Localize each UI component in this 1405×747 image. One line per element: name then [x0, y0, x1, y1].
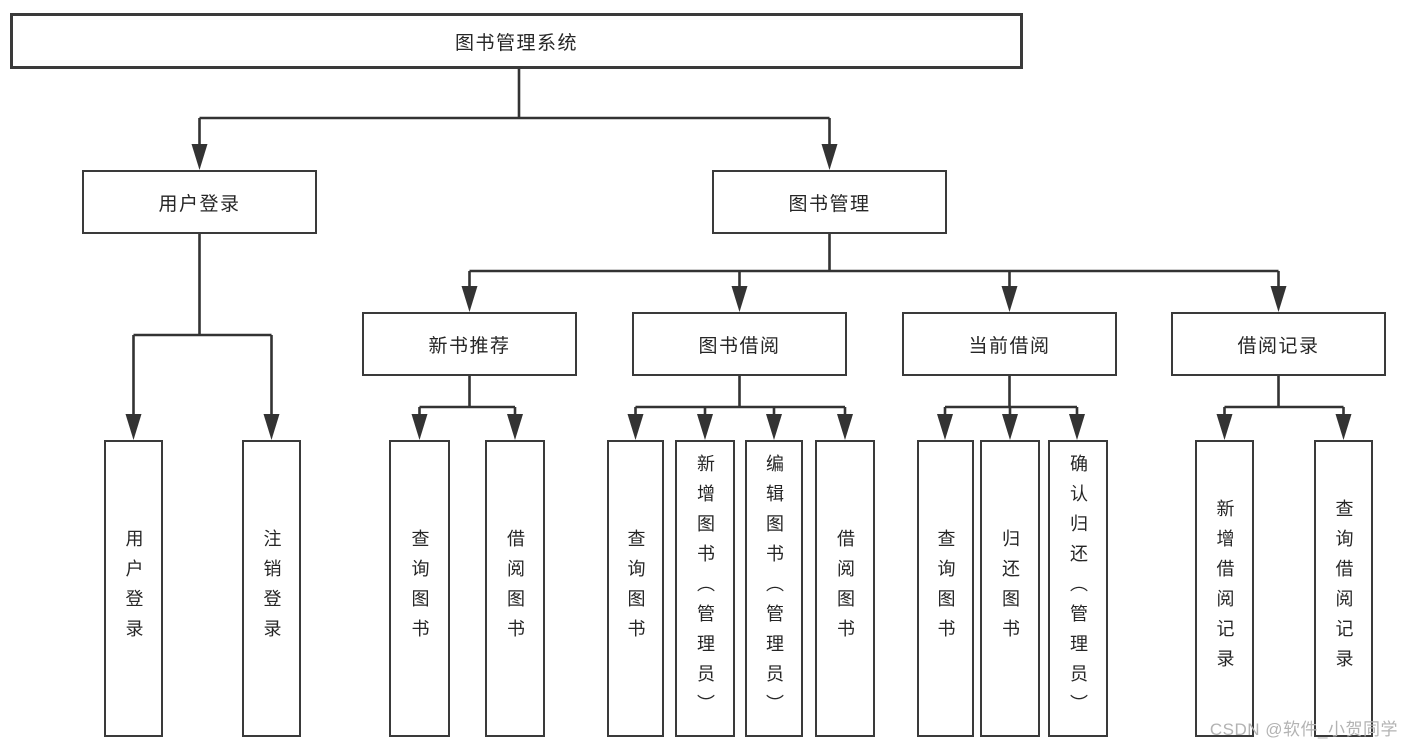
node-leaf-borrow-books-1: 借阅图书 — [485, 440, 545, 737]
node-leaf-query-borrow-record: 查询借阅记录 — [1314, 440, 1373, 737]
node-root: 图书管理系统 — [10, 13, 1023, 69]
node-leaf-borrow-books-2: 借阅图书 — [815, 440, 875, 737]
node-borrowing-records: 借阅记录 — [1171, 312, 1386, 376]
node-new-book-recommend: 新书推荐 — [362, 312, 577, 376]
node-leaf-query-books-1: 查询图书 — [389, 440, 450, 737]
node-leaf-add-books-admin: 新增图书（管理员） — [675, 440, 735, 737]
node-leaf-query-books-3: 查询图书 — [917, 440, 974, 737]
node-leaf-edit-books-admin: 编辑图书（管理员） — [745, 440, 803, 737]
node-leaf-add-borrow-record: 新增借阅记录 — [1195, 440, 1254, 737]
node-book-management: 图书管理 — [712, 170, 947, 234]
csdn-watermark: CSDN @软件_小贺同学 — [1209, 720, 1398, 739]
node-book-borrowing: 图书借阅 — [632, 312, 847, 376]
node-current-borrowing: 当前借阅 — [902, 312, 1117, 376]
node-leaf-query-books-2: 查询图书 — [607, 440, 664, 737]
node-leaf-logout: 注销登录 — [242, 440, 301, 737]
node-leaf-return-books: 归还图书 — [980, 440, 1040, 737]
node-leaf-user-login: 用户登录 — [104, 440, 163, 737]
node-user-login: 用户登录 — [82, 170, 317, 234]
node-leaf-confirm-return-admin: 确认归还（管理员） — [1048, 440, 1108, 737]
